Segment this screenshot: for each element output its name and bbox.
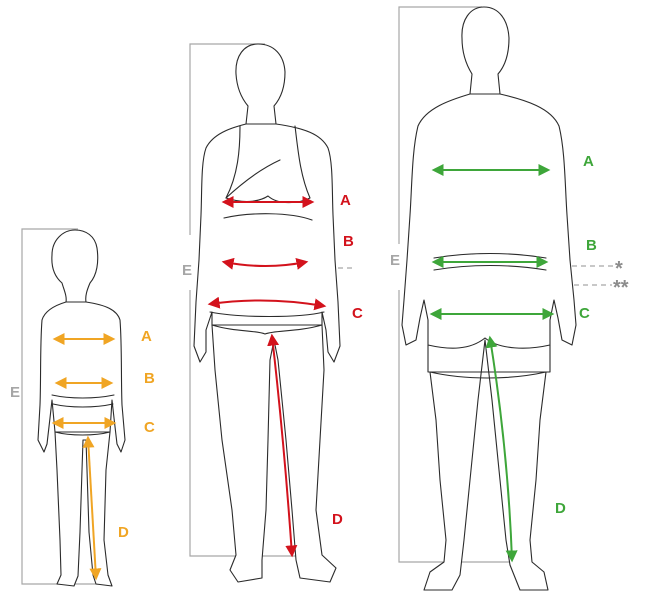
child-figure: A B C D E (10, 229, 155, 586)
woman-label-b: B (343, 233, 354, 250)
child-label-b: B (144, 370, 155, 387)
child-label-c: C (144, 419, 155, 436)
man-figure: A B C D E * ** (390, 7, 629, 590)
man-silhouette (402, 7, 576, 590)
man-label-c: C (579, 305, 590, 322)
woman-label-a: A (340, 192, 351, 209)
man-label-d: D (555, 500, 566, 517)
child-silhouette (38, 230, 125, 586)
man-label-b: B (586, 237, 597, 254)
man-marker-double: ** (613, 277, 629, 299)
woman-silhouette (194, 44, 340, 582)
woman-label-d: D (332, 511, 343, 528)
child-label-e: E (10, 384, 20, 401)
woman-label-c: C (352, 305, 363, 322)
woman-figure: A B C D E (182, 44, 363, 582)
man-label-a: A (583, 153, 594, 170)
child-label-a: A (141, 328, 152, 345)
man-label-e: E (390, 252, 400, 269)
child-label-d: D (118, 524, 129, 541)
woman-label-e: E (182, 262, 192, 279)
